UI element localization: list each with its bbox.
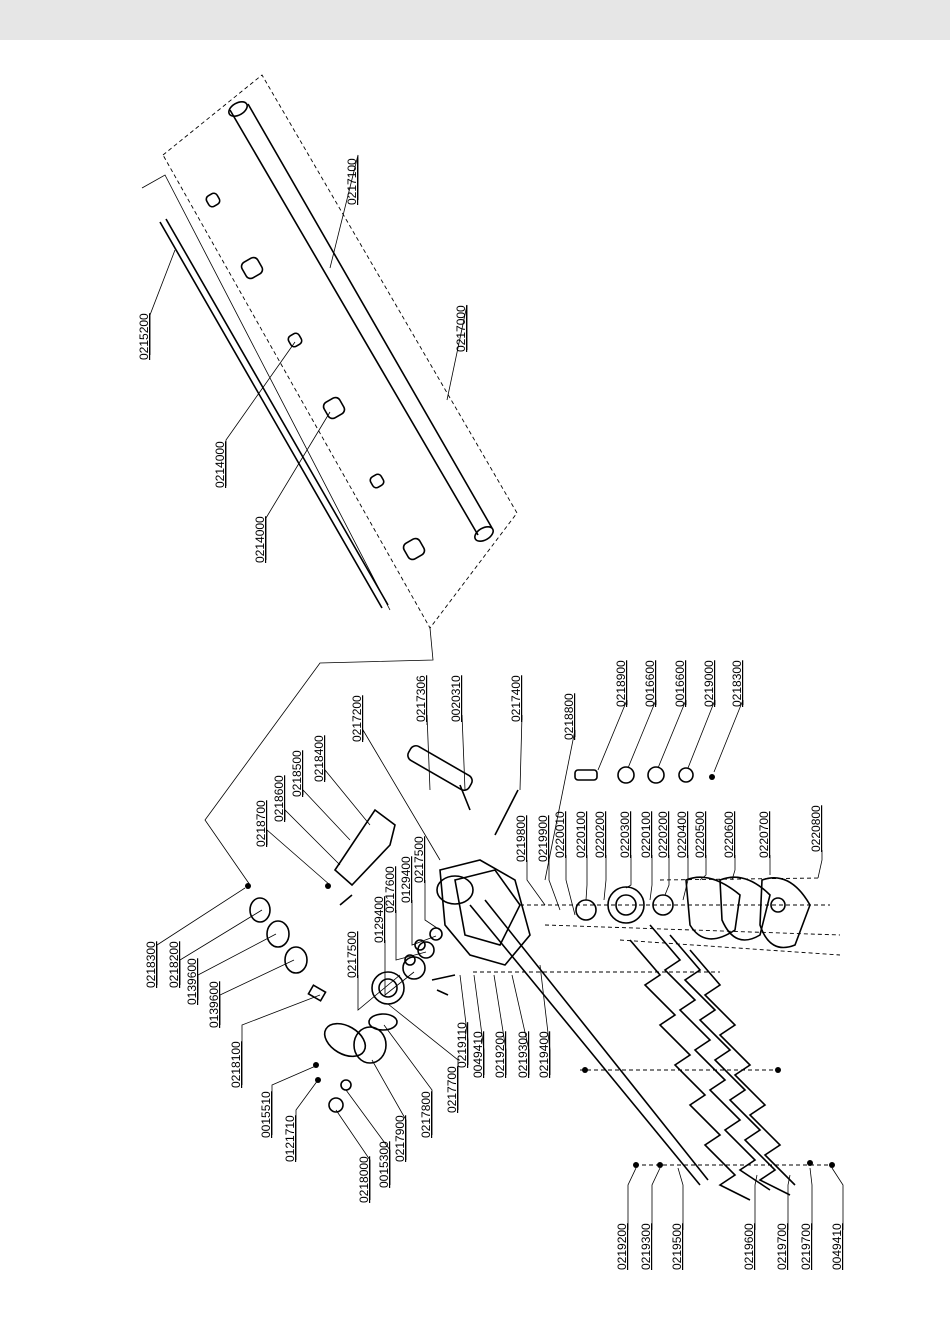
label-0219300-b: 0219300 <box>639 1223 653 1270</box>
label-0215200: 0215200 <box>137 313 151 360</box>
label-0219300-c: 0219300 <box>516 1031 530 1078</box>
label-0217000: 0217000 <box>454 305 468 352</box>
label-0219400: 0219400 <box>537 1031 551 1078</box>
label-0016600-b: 0016600 <box>673 660 687 707</box>
label-0218400: 0218400 <box>312 735 326 782</box>
label-0049410-c: 0049410 <box>471 1031 485 1078</box>
label-0020310: 0020310 <box>449 675 463 722</box>
label-0217800: 0217800 <box>419 1091 433 1138</box>
label-0220100-b: 0220100 <box>639 811 653 858</box>
label-0220200-b: 0220200 <box>656 811 670 858</box>
label-0219600: 0219600 <box>742 1223 756 1270</box>
exploded-parts-diagram: 0215200 0217100 0217000 0214000 0214000 … <box>137 74 844 1270</box>
label-0217500-a: 0217500 <box>345 931 359 978</box>
label-0219200-b: 0219200 <box>615 1223 629 1270</box>
label-0015300: 0015300 <box>377 1141 391 1188</box>
label-0016600-a: 0016600 <box>643 660 657 707</box>
label-0220200-a: 0220200 <box>593 811 607 858</box>
label-0217600: 0217600 <box>383 866 397 913</box>
label-0121710: 0121710 <box>283 1115 297 1162</box>
label-0219900: 0219900 <box>536 815 550 862</box>
leader-lines <box>156 699 844 1230</box>
label-0218900: 0218900 <box>614 660 628 707</box>
label-0049410-b: 0049410 <box>830 1223 844 1270</box>
label-0139600-a: 0139600 <box>185 958 199 1005</box>
label-0214000-a: 0214000 <box>213 441 227 488</box>
label-0220500: 0220500 <box>693 811 707 858</box>
label-0220010: 0220010 <box>553 811 567 858</box>
label-0219700-b: 0219700 <box>799 1223 813 1270</box>
label-0218300-left: 0218300 <box>144 941 158 988</box>
label-0219110: 0219110 <box>455 1022 469 1068</box>
label-0217700: 0217700 <box>445 1066 459 1113</box>
label-0217400: 0217400 <box>509 675 523 722</box>
label-0219200-c: 0219200 <box>493 1031 507 1078</box>
label-0139600-b: 0139600 <box>207 981 221 1028</box>
label-0219800: 0219800 <box>514 815 528 862</box>
label-0217100: 0217100 <box>345 158 359 205</box>
label-0218600: 0218600 <box>272 775 286 822</box>
label-0218500: 0218500 <box>290 750 304 797</box>
label-0220100-a: 0220100 <box>574 811 588 858</box>
label-0219500: 0219500 <box>670 1223 684 1270</box>
page-header-band <box>0 0 950 40</box>
label-0129400-a: 0129400 <box>372 896 386 943</box>
label-0220700: 0220700 <box>757 811 771 858</box>
label-0218100: 0218100 <box>229 1041 243 1088</box>
label-0219000: 0219000 <box>702 660 716 707</box>
label-0220400: 0220400 <box>675 811 689 858</box>
label-0217900: 0217900 <box>393 1115 407 1162</box>
label-0218800: 0218800 <box>562 693 576 740</box>
label-0220600: 0220600 <box>722 811 736 858</box>
cutter-blades <box>582 924 835 1201</box>
label-0217500-b: 0217500 <box>412 836 426 883</box>
label-0129400-b: 0129400 <box>399 856 413 903</box>
label-0220300: 0220300 <box>618 811 632 858</box>
label-0219700-a: 0219700 <box>775 1223 789 1270</box>
tube-assembly <box>141 74 518 886</box>
label-0218200: 0218200 <box>167 941 181 988</box>
label-0218700: 0218700 <box>254 800 268 847</box>
label-0214000-b: 0214000 <box>253 516 267 563</box>
label-0015510: 0015510 <box>259 1091 273 1138</box>
part-labels: 0215200 0217100 0217000 0214000 0214000 … <box>137 158 844 1270</box>
label-0217200: 0217200 <box>350 695 364 742</box>
label-0218000: 0218000 <box>357 1156 371 1203</box>
label-0220800: 0220800 <box>809 805 823 852</box>
label-0217306: 0217306 <box>414 675 428 722</box>
gearbox-assembly <box>245 744 841 1186</box>
label-0218300-top: 0218300 <box>730 660 744 707</box>
